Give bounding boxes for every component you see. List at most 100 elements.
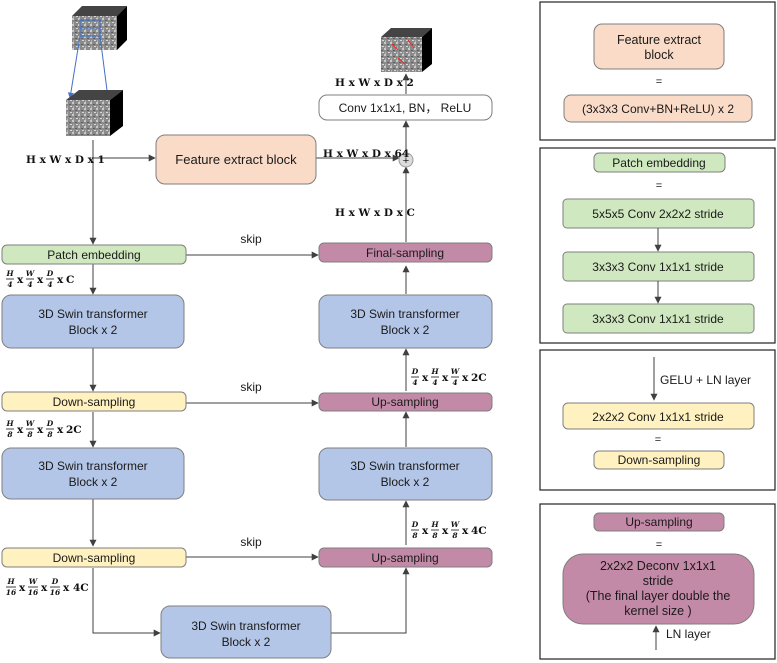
svg-text:2C: 2C: [66, 424, 82, 436]
svg-text:x: x: [17, 424, 24, 436]
down-sampling-label: Down-sampling: [53, 395, 136, 409]
svg-text:H: H: [5, 269, 14, 278]
svg-text:W: W: [451, 520, 461, 529]
dim-patch-out: H 4 x W 4 x D 4 x C: [5, 269, 74, 289]
swin-label-line1: 3D Swin transformer: [38, 307, 147, 321]
cropped-volume-image: [66, 90, 123, 136]
swin-label-line1: 3D Swin transformer: [191, 619, 300, 633]
svg-text:4: 4: [47, 280, 52, 289]
svg-text:4C: 4C: [471, 525, 487, 537]
svg-text:8: 8: [412, 531, 418, 540]
svg-text:x: x: [63, 582, 70, 594]
svg-text:4C: 4C: [73, 582, 89, 594]
svg-text:W: W: [29, 577, 39, 586]
swin-label-line1: 3D Swin transformer: [38, 459, 147, 473]
swin-block-bottleneck: 3D Swin transformer Block x 2: [160, 605, 332, 659]
final-sampling-block: Final-sampling: [318, 242, 493, 263]
svg-text:D: D: [411, 367, 419, 376]
down-sampling-label: Down-sampling: [53, 551, 136, 565]
legend-patch-embedding: Patch embedding = 5x5x5 Conv 2x2x2 strid…: [539, 147, 776, 344]
svg-text:D: D: [46, 269, 54, 278]
legend-down-sampling: GELU + LN layer 2x2x2 Conv 1x1x1 stride …: [539, 349, 776, 491]
input-volume-image: [72, 6, 127, 50]
svg-text:D: D: [46, 419, 54, 428]
feature-extract-block: Feature extract block: [155, 134, 317, 185]
svg-text:4: 4: [452, 378, 457, 387]
svg-text:x: x: [442, 372, 449, 384]
crop-arrow-right: [99, 35, 111, 99]
svg-text:W: W: [26, 419, 36, 428]
swin-block-encoder-2: 3D Swin transformer Block x 2: [1, 447, 185, 500]
swin-label-line2: Block x 2: [222, 635, 271, 649]
legend-feature-detail: (3x3x3 Conv+BN+ReLU) x 2: [582, 102, 734, 116]
conv-bn-relu-block: Conv 1x1x1, BN， ReLU: [318, 94, 493, 121]
equals-sign: =: [656, 76, 662, 88]
legend-patch-box-label: Patch embedding: [612, 156, 705, 170]
up-sampling-label: Up-sampling: [371, 551, 438, 565]
patch-step-1: 5x5x5 Conv 2x2x2 stride: [592, 207, 724, 221]
swin-block-encoder-1: 3D Swin transformer Block x 2: [1, 294, 185, 349]
legend-down-pre: GELU + LN layer: [660, 373, 751, 387]
crop-arrow-left: [67, 35, 81, 99]
svg-text:8: 8: [7, 430, 13, 439]
legend-up-box-label: Up-sampling: [625, 515, 692, 529]
down-sampling-block-1: Down-sampling: [1, 391, 187, 412]
svg-text:H: H: [430, 367, 439, 376]
swin-label-line2: Block x 2: [69, 475, 118, 489]
legend-down-box-label: Down-sampling: [618, 453, 701, 467]
svg-text:x: x: [19, 582, 26, 594]
conv-bn-relu-label: Conv 1x1x1, BN， ReLU: [339, 101, 472, 115]
svg-text:H: H: [430, 520, 439, 529]
svg-text:x: x: [462, 525, 469, 537]
dim-final-in: H x W x D x C: [335, 207, 415, 219]
dim-input: H x W x D x 1: [26, 154, 105, 166]
down-sampling-block-2: Down-sampling: [1, 547, 187, 568]
dim-output: H x W x D x 2: [335, 77, 414, 89]
svg-text:x: x: [57, 424, 64, 436]
svg-text:+: +: [403, 155, 409, 167]
up-sampling-block-2: Up-sampling: [318, 547, 493, 568]
svg-text:C: C: [66, 274, 74, 286]
svg-text:D: D: [51, 577, 59, 586]
svg-text:W: W: [451, 367, 461, 376]
svg-text:x: x: [422, 525, 429, 537]
svg-text:16: 16: [28, 588, 39, 597]
svg-text:H: H: [6, 577, 15, 586]
svg-text:8: 8: [432, 531, 438, 540]
svg-text:4: 4: [432, 378, 437, 387]
swin-label-line1: 3D Swin transformer: [350, 307, 459, 321]
svg-text:4: 4: [27, 280, 32, 289]
svg-text:D: D: [411, 520, 419, 529]
patch-step-3: 3x3x3 Conv 1x1x1 stride: [592, 312, 724, 326]
skip-label-2: skip: [240, 380, 262, 394]
svg-text:x: x: [462, 372, 469, 384]
patch-embedding-block: Patch embedding: [1, 244, 187, 265]
dim-up-bottom-in: D 8 x H 8 x W 8 x 4C: [411, 520, 487, 540]
svg-text:8: 8: [27, 430, 33, 439]
svg-text:x: x: [442, 525, 449, 537]
svg-text:x: x: [422, 372, 429, 384]
swin-label-line2: Block x 2: [69, 323, 118, 337]
dim-feature-out: H x W x D x 64: [323, 148, 409, 160]
swin-label-line2: Block x 2: [381, 475, 430, 489]
swin-block-decoder-2: 3D Swin transformer Block x 2: [318, 447, 493, 501]
output-volume-image: [381, 28, 432, 72]
swin-block-decoder-1: 3D Swin transformer Block x 2: [318, 294, 493, 349]
legend-down-conv: 2x2x2 Conv 1x1x1 stride: [592, 410, 724, 424]
legend-up-post: LN layer: [666, 627, 711, 641]
feature-extract-label: Feature extract block: [175, 152, 297, 167]
swin-label-line1: 3D Swin transformer: [350, 459, 459, 473]
add-node-icon: +: [398, 152, 414, 168]
dim-down1-out: H 8 x W 8 x D 8 x 2C: [5, 419, 81, 439]
svg-text:16: 16: [50, 588, 61, 597]
final-sampling-label: Final-sampling: [366, 246, 444, 260]
svg-text:2C: 2C: [471, 372, 487, 384]
swin-label-line2: Block x 2: [381, 323, 430, 337]
dim-up-top-in: D 4 x H 4 x W 4 x 2C: [411, 367, 487, 387]
up-sampling-label: Up-sampling: [371, 395, 438, 409]
svg-text:x: x: [57, 274, 64, 286]
